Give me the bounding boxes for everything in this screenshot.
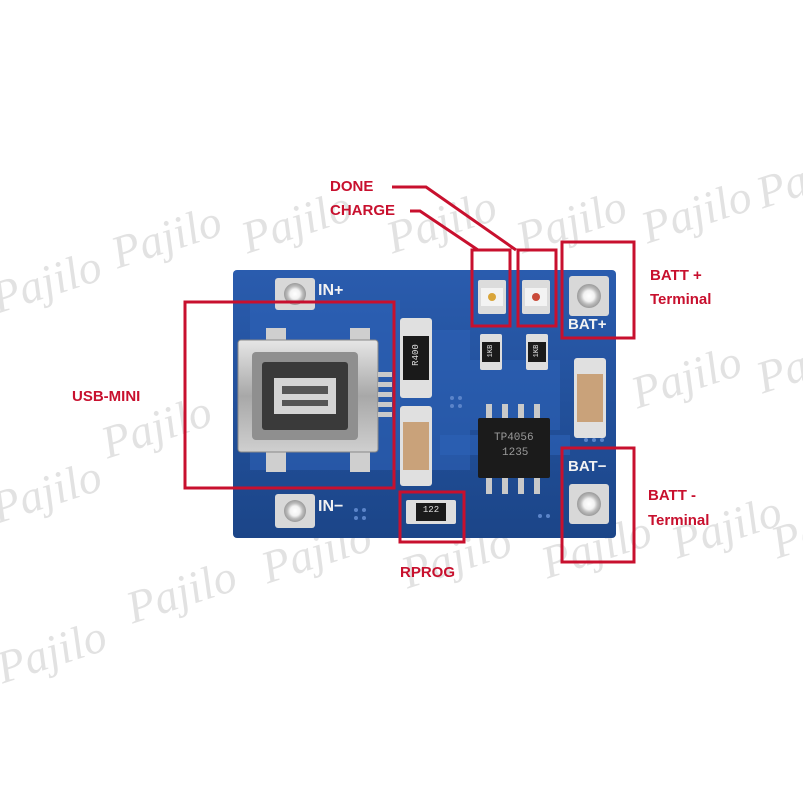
done-leader	[392, 185, 517, 252]
batt-plus-box	[560, 240, 636, 340]
usb-mini-box	[183, 300, 396, 490]
label-batt-minus-line-1: BATT -	[648, 487, 697, 504]
label-batt-minus-line-2: Terminal	[648, 512, 710, 529]
tp4056-chip	[478, 404, 550, 494]
resistor-led-1	[480, 334, 502, 370]
pad-in-plus	[275, 278, 315, 310]
silkscreen-in-minus: IN−	[318, 498, 344, 515]
vias	[354, 396, 604, 520]
leader-lines	[392, 185, 517, 252]
capacitor-left	[400, 406, 432, 486]
pad-bat-minus	[569, 484, 609, 524]
usb-mini-connector	[237, 328, 392, 472]
resistor-rprog	[406, 500, 456, 524]
label-charge: CHARGE	[330, 202, 396, 219]
resistor-led-2-marking: 1KB	[533, 344, 541, 358]
label-batt-plus-line-1: BATT +	[650, 267, 702, 284]
silkscreen-bat-minus: BAT−	[568, 458, 607, 475]
resistor-r400	[400, 318, 432, 398]
resistor-led-1-marking: 1KB	[487, 344, 495, 358]
label-done: DONE	[330, 178, 374, 195]
capacitor-right	[574, 358, 606, 438]
resistor-r400-marking: R400	[411, 344, 421, 366]
rprog-marking: 122	[422, 505, 440, 515]
label-rprog: RPROG	[400, 564, 456, 581]
label-usb-mini: USB-MINI	[72, 388, 141, 405]
led-charge	[522, 280, 550, 314]
pad-bat-plus	[569, 276, 609, 316]
annotation-boxes	[183, 240, 636, 564]
label-batt-plus-line-2: Terminal	[650, 291, 712, 308]
silkscreen-bat-plus: BAT+	[568, 316, 607, 333]
silkscreen-in-plus: IN+	[318, 282, 344, 299]
charge-leader	[410, 209, 479, 252]
charge-led-box	[516, 248, 558, 328]
rprog-box	[398, 490, 466, 544]
done-led-box	[470, 248, 512, 328]
batt-minus-box	[560, 446, 636, 564]
chip-marking-line-2: 1235	[502, 447, 529, 459]
led-done	[478, 280, 506, 314]
pad-in-minus	[275, 494, 315, 528]
chip-marking-line-1: TP4056	[494, 432, 534, 444]
resistor-led-2	[526, 334, 548, 370]
